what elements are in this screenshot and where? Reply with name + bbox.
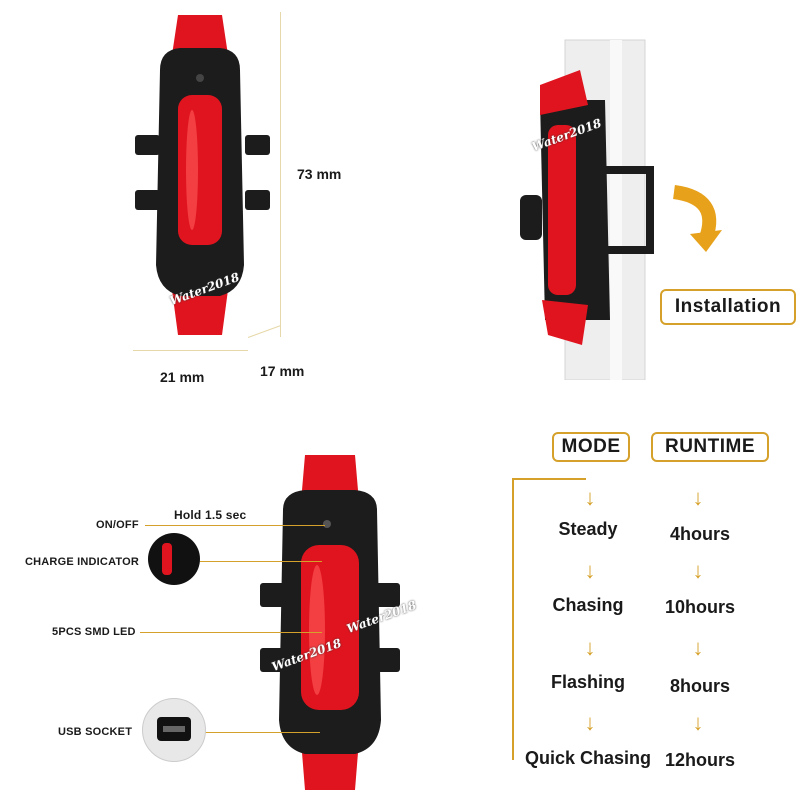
mode-header: MODE	[552, 432, 630, 462]
runtime-steady: 4hours	[669, 524, 730, 544]
runtime-chasing: 10hours	[664, 597, 736, 617]
arrow-down-icon: ↓	[584, 558, 596, 583]
arrow-down-icon: ↓	[692, 710, 704, 735]
led-pointer-line	[140, 632, 322, 633]
onoff-label: ON/OFF	[96, 519, 139, 531]
depth-label: 17 mm	[260, 363, 305, 379]
light-dimension-illustration	[135, 15, 270, 335]
mode-quick-chasing: Quick Chasing	[524, 748, 652, 768]
rotate-arrow-icon	[672, 185, 722, 252]
mode-flow-line	[512, 478, 514, 760]
arrow-down-icon: ↓	[692, 635, 704, 660]
width-label: 21 mm	[160, 369, 205, 385]
arrow-down-icon: ↓	[584, 635, 596, 660]
arrow-down-icon: ↓	[692, 558, 704, 583]
onoff-pointer-line	[145, 525, 325, 526]
front-light-illustration	[260, 455, 400, 790]
usb-socket-icon	[142, 698, 206, 762]
arrow-down-icon: ↓	[584, 710, 596, 735]
hold-label: Hold 1.5 sec	[174, 508, 247, 522]
mode-flow-top	[512, 478, 586, 480]
usb-socket-label: USB SOCKET	[58, 726, 133, 738]
arrow-down-icon: ↓	[692, 485, 704, 510]
charge-indicator-icon	[148, 533, 200, 585]
mode-chasing: Chasing	[552, 595, 624, 615]
installation-illustration	[520, 39, 654, 380]
height-dimension-line	[280, 12, 281, 337]
height-label: 73 mm	[297, 166, 342, 182]
mode-flashing: Flashing	[550, 672, 625, 692]
led-label: 5PCS SMD LED	[52, 626, 136, 638]
usb-pointer-line	[200, 732, 320, 733]
charge-indicator-label: CHARGE INDICATOR	[25, 556, 140, 568]
mode-steady: Steady	[558, 519, 618, 539]
width-dimension-line	[133, 350, 248, 351]
charge-pointer-line	[200, 561, 322, 562]
runtime-flashing: 8hours	[669, 676, 730, 696]
installation-badge: Installation	[660, 289, 796, 325]
runtime-quick-chasing: 12hours	[664, 750, 736, 770]
arrow-down-icon: ↓	[584, 485, 596, 510]
runtime-header: RUNTIME	[651, 432, 769, 462]
